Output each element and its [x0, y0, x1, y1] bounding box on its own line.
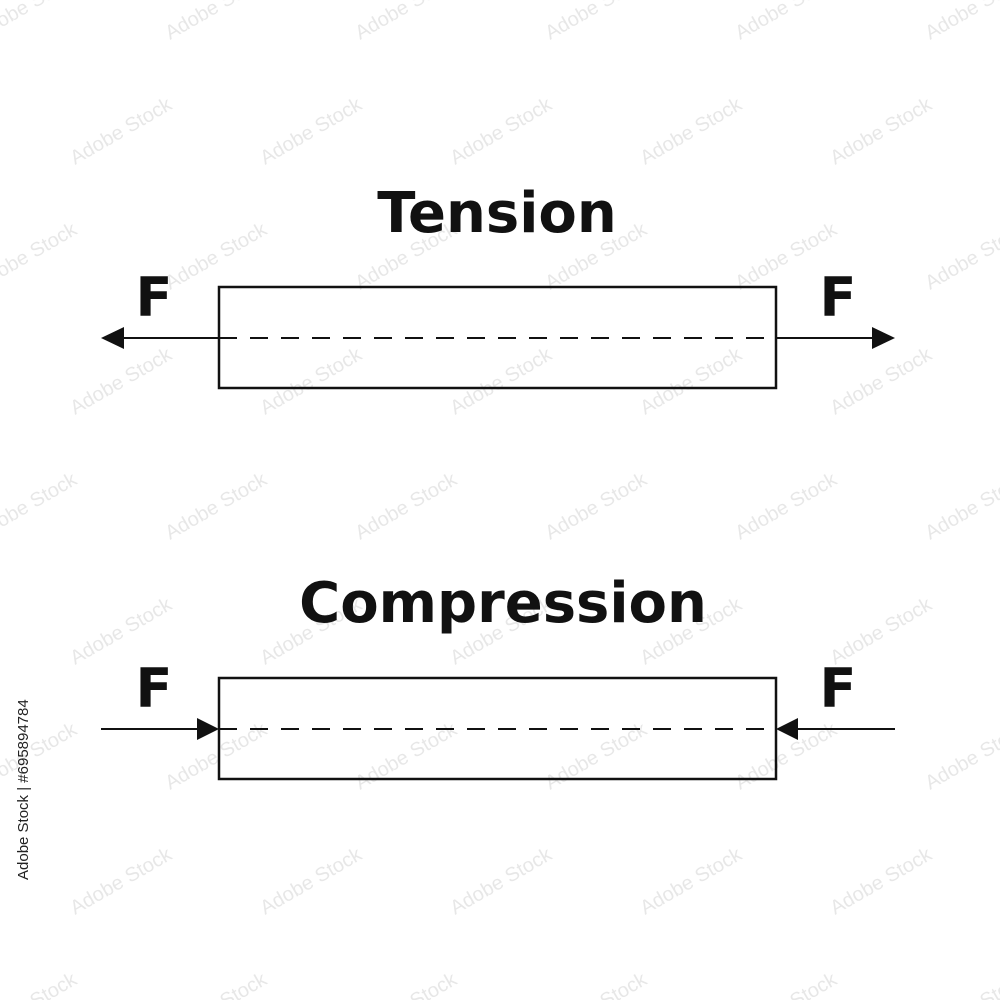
tension-right-arrow [776, 327, 895, 349]
compression-right-force-label: F [820, 657, 857, 720]
tension-right-force-label: F [820, 266, 857, 329]
tension-left-arrow [101, 327, 219, 349]
compression-right-arrow [776, 718, 895, 740]
compression-left-arrow [101, 718, 219, 740]
tension-diagram: Tension F F [101, 181, 895, 390]
tension-title: Tension [377, 181, 616, 246]
stock-id-label: Adobe Stock | #695894784 [15, 699, 32, 880]
compression-diagram: Compression F F [101, 571, 895, 781]
compression-left-force-label: F [136, 657, 173, 720]
tension-left-force-label: F [136, 266, 173, 329]
compression-title: Compression [299, 571, 707, 636]
